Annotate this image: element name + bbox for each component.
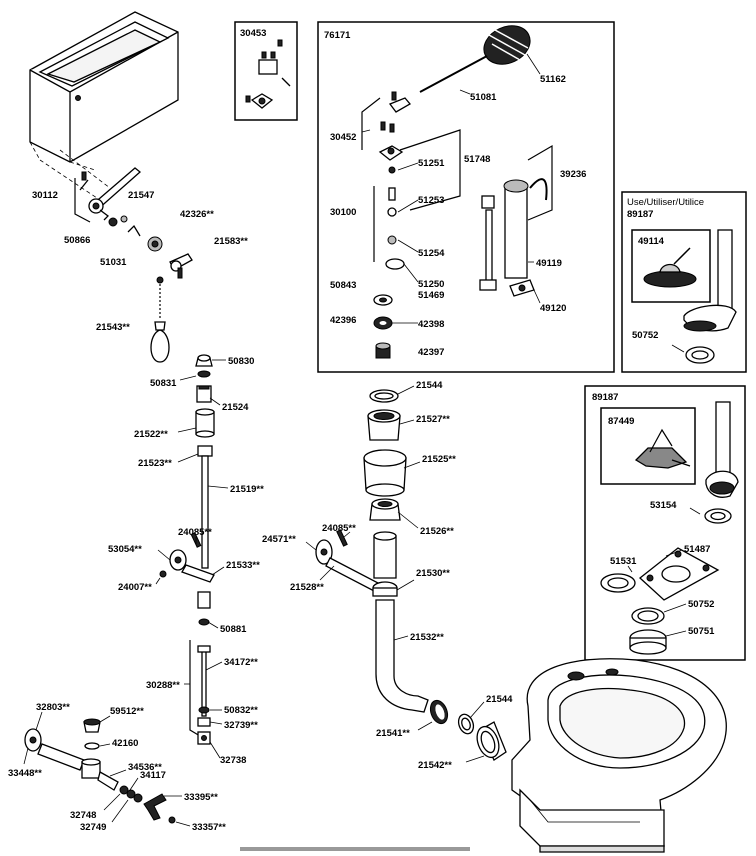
label-89187: 89187 (592, 392, 618, 403)
label-21547: 21547 (128, 190, 154, 201)
label-33448: 33448** (8, 768, 42, 779)
label-53054: 53054** (108, 544, 142, 555)
label-76171: 76171 (324, 30, 351, 41)
flush-valve-handle-parts (24, 718, 176, 824)
kit-87449-box (600, 407, 696, 485)
label-21527: 21527** (416, 414, 450, 425)
label-51469: 51469 (418, 290, 444, 301)
label-21543: 21543** (96, 322, 130, 333)
label-21526: 21526** (420, 526, 454, 537)
supply-line-parts (159, 354, 215, 745)
kit-30453-parts (245, 39, 291, 109)
label-21528: 21528** (290, 582, 324, 593)
label-53154: 53154 (650, 500, 677, 511)
label-51162: 51162 (540, 74, 566, 85)
label-42397: 42397 (418, 347, 444, 358)
label-21533: 21533** (226, 560, 260, 571)
kit-49114-box (631, 229, 711, 303)
label-51250: 51250 (418, 279, 444, 290)
label-30452: 30452 (330, 132, 356, 143)
label-42398: 42398 (418, 319, 444, 330)
label-51748: 51748 (464, 154, 490, 165)
toilet-bowl-illustration (511, 658, 727, 853)
label-21524: 21524 (222, 402, 249, 413)
label-51081: 51081 (470, 92, 497, 103)
label-21530: 21530** (416, 568, 450, 579)
label-30100: 30100 (330, 207, 356, 218)
label-32739: 32739** (224, 720, 258, 731)
label-50881: 50881 (220, 624, 247, 635)
label-32749: 32749 (80, 822, 106, 833)
label-21532: 21532** (410, 632, 444, 643)
flush-pipe-leaders (305, 385, 485, 763)
label-51487: 51487 (684, 544, 710, 555)
label-21525: 21525** (422, 454, 456, 465)
label-21523: 21523** (138, 458, 172, 469)
label-30453: 30453 (240, 28, 266, 39)
label-42396: 42396 (330, 315, 356, 326)
label-89187-use: 89187 (627, 209, 653, 220)
label-49119: 49119 (536, 258, 562, 269)
label-21541: 21541** (376, 728, 410, 739)
label-50752-use: 50752 (632, 330, 658, 341)
kit-89187-box (584, 385, 746, 661)
label-33357: 33357** (192, 822, 226, 833)
label-50843: 50843 (330, 280, 356, 291)
label-50830: 50830 (228, 356, 254, 367)
label-21583: 21583** (214, 236, 248, 247)
label-87449: 87449 (608, 416, 634, 427)
label-30112: 30112 (32, 190, 58, 201)
kit-89187-use-parts (643, 229, 737, 364)
label-51254: 51254 (418, 248, 445, 259)
label-49114: 49114 (638, 236, 665, 247)
kit-30453-box (234, 21, 298, 121)
label-42160: 42160 (112, 738, 138, 749)
label-50831: 50831 (150, 378, 177, 389)
label-49120: 49120 (540, 303, 566, 314)
label-51251: 51251 (418, 158, 445, 169)
label-32748: 32748 (70, 810, 96, 821)
label-50866: 50866 (64, 235, 90, 246)
label-21542: 21542** (418, 760, 452, 771)
label-34117: 34117 (140, 770, 166, 781)
footnote-band (240, 847, 470, 851)
label-use-utiliser-utilice: Use/Utiliser/Utilice (627, 197, 704, 208)
label-34172: 34172** (224, 657, 258, 668)
label-50832: 50832** (224, 705, 258, 716)
label-34536: 34536** (128, 762, 162, 773)
label-21544-top: 21544 (416, 380, 443, 391)
label-24007: 24007** (118, 582, 152, 593)
kit-76171-parts (361, 25, 553, 359)
supply-line-leaders (155, 359, 229, 759)
label-21522: 21522** (134, 429, 168, 440)
trip-lever-assembly (74, 167, 193, 279)
label-24571: 24571** (262, 534, 296, 545)
flush-valve-handle-leaders (23, 711, 191, 827)
kit-89187-parts (600, 401, 739, 655)
label-50752: 50752 (688, 599, 714, 610)
flush-pipe-parts (315, 389, 507, 761)
kit-89187-use-box (621, 191, 747, 373)
label-21544-bottom: 21544 (486, 694, 513, 705)
part-number-labels: 30112 21547 50866 51031 42326** 21583** … (8, 28, 715, 833)
label-39236: 39236 (560, 169, 586, 180)
label-32803: 32803** (36, 702, 70, 713)
label-24085-right: 24085** (322, 523, 356, 534)
kit-76171-box (317, 21, 615, 373)
label-59512: 59512** (110, 706, 144, 717)
label-51253: 51253 (418, 195, 444, 206)
tank-illustration (29, 11, 179, 201)
flapper-ball-chain (150, 276, 170, 363)
label-32738: 32738 (220, 755, 246, 766)
label-50751: 50751 (688, 626, 715, 637)
label-24085-left: 24085** (178, 527, 212, 538)
label-21519: 21519** (230, 484, 264, 495)
label-42326: 42326** (180, 209, 214, 220)
label-30288: 30288** (146, 680, 180, 691)
label-51031: 51031 (100, 257, 127, 268)
label-33395: 33395** (184, 792, 218, 803)
kit-76171-leaders (361, 53, 541, 324)
label-51531: 51531 (610, 556, 637, 567)
